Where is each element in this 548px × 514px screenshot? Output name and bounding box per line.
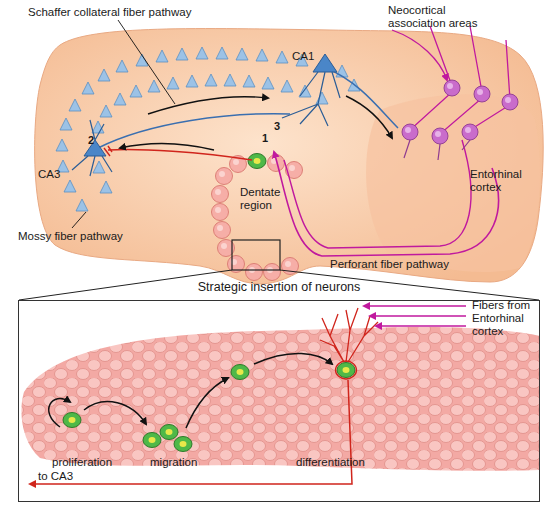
- region-label: CA1: [292, 50, 332, 63]
- neurogenesis-sequence: [30, 306, 466, 484]
- flow-arrow: [120, 143, 214, 150]
- process-label: proliferation: [52, 456, 142, 469]
- process-label: migration: [150, 456, 230, 469]
- pathway-label: Mossy fiber pathway: [18, 230, 178, 243]
- schaffer-axon: [98, 114, 290, 148]
- pathway-label: Fibers from Entorhinal cortex: [472, 299, 542, 338]
- flow-arrow: [148, 97, 268, 114]
- callout-number: 3: [274, 120, 288, 133]
- process-label: differentiation: [296, 456, 396, 469]
- ca1-axon: [326, 68, 398, 128]
- callout-number: 2: [88, 134, 102, 147]
- dentate-cells: [212, 154, 303, 281]
- ca1-neuron: [282, 54, 340, 126]
- cortical-neurons: [392, 26, 518, 160]
- perforant-fiber: [284, 140, 471, 248]
- callout-number: 1: [262, 132, 276, 145]
- leader-line: [118, 20, 175, 104]
- ca3-neuron: [72, 120, 112, 176]
- region-label: Neocortical association areas: [388, 4, 488, 30]
- region-label: CA3: [38, 168, 78, 181]
- zoom-bracket: [19, 270, 539, 300]
- panel-heading: Strategic insertion of neurons: [19, 280, 539, 294]
- flow-arrow: [346, 96, 392, 138]
- pathway-label: Perforant fiber pathway: [330, 258, 490, 271]
- perforant-fiber: [274, 152, 498, 256]
- region-label: Entorhinal cortex: [470, 168, 536, 194]
- inset-tissue: [21, 327, 539, 471]
- pyramidal-layer: [56, 47, 360, 211]
- pathway-label: to CA3: [38, 470, 98, 483]
- zoom-box: [232, 240, 280, 270]
- pathway-label: Schaffer collateral fiber pathway: [28, 6, 248, 19]
- region-label: Dentate region: [240, 186, 290, 212]
- inset-panel: Strategic insertion of neurons: [18, 300, 540, 502]
- mossy-fiber: [108, 149, 252, 160]
- leader-line: [72, 212, 86, 228]
